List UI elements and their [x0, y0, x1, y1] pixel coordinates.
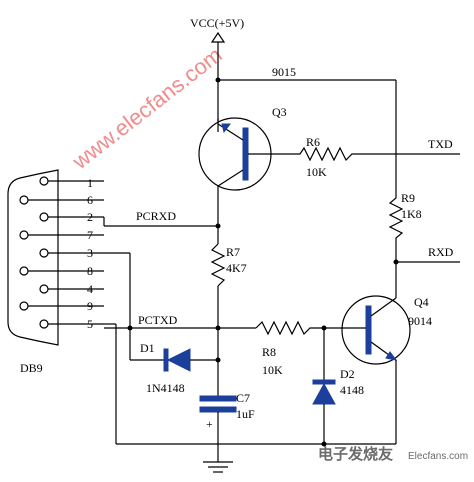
r8-label: R8	[262, 345, 276, 359]
r9-value: 1K8	[401, 207, 422, 221]
r6-label: R6	[306, 135, 320, 149]
pcrxd-label: PCRXD	[136, 209, 176, 223]
d2-value: 4148	[340, 383, 364, 397]
r7-value: 4K7	[226, 261, 247, 275]
q3-label: Q3	[272, 105, 287, 119]
watermark-bottom-en: Elecfans.com	[408, 451, 468, 462]
db9-label: DB9	[20, 361, 43, 375]
db9-connector: 1 6 2 7 3 8 4 9 5 DB9	[7, 169, 104, 375]
d1-value: 1N4148	[146, 381, 185, 395]
capacitor-c7: C7 1uF +	[199, 391, 255, 462]
diode-d1: D1 1N4148	[129, 328, 221, 395]
c7-label: C7	[236, 391, 250, 405]
watermark-url: www.elecfans.com	[67, 42, 227, 174]
r6-value: 10K	[306, 165, 327, 179]
ground-symbol	[203, 461, 233, 473]
q3-part-label: 9015	[272, 65, 296, 79]
pin-number: 1	[87, 176, 93, 190]
r8-value: 10K	[262, 363, 283, 377]
transistor-q3: Q3	[198, 105, 292, 226]
pin-number: 6	[87, 193, 93, 207]
r9-label: R9	[401, 191, 415, 205]
resistor-r8: R8 10K	[255, 320, 346, 377]
q4-label: Q4	[414, 295, 429, 309]
watermark-url-text: www.elecfans.com	[67, 42, 227, 174]
c7-value: 1uF	[236, 407, 255, 421]
pctxd-label: PCTXD	[138, 313, 178, 327]
pin-number: 9	[87, 299, 93, 313]
vcc-label: VCC(+5V)	[190, 16, 244, 30]
pin-number: 4	[87, 282, 93, 296]
resistor-r7: R7 4K7	[210, 226, 247, 328]
d1-label: D1	[140, 341, 155, 355]
watermark-bottom-cn: 电子发烧友	[318, 445, 393, 463]
r7-label: R7	[226, 245, 240, 259]
d2-label: D2	[340, 367, 355, 381]
vcc-terminal: VCC(+5V)	[190, 16, 244, 132]
pin-number: 2	[87, 210, 93, 224]
resistor-r9: R9 1K8	[388, 190, 422, 246]
resistor-r6: R6 10K	[292, 135, 460, 179]
pin-number: 8	[87, 264, 93, 278]
transistor-q4: Q4 9014	[341, 295, 432, 444]
pin-number: 3	[87, 246, 93, 260]
pin-number: 7	[87, 228, 93, 242]
q4-part-label: 9014	[408, 314, 432, 328]
pin-number: 5	[87, 317, 93, 331]
c7-plus: +	[206, 417, 213, 431]
diode-d2: D2 4148	[312, 328, 364, 444]
txd-label: TXD	[428, 137, 453, 151]
rxd-label: RXD	[428, 245, 454, 259]
